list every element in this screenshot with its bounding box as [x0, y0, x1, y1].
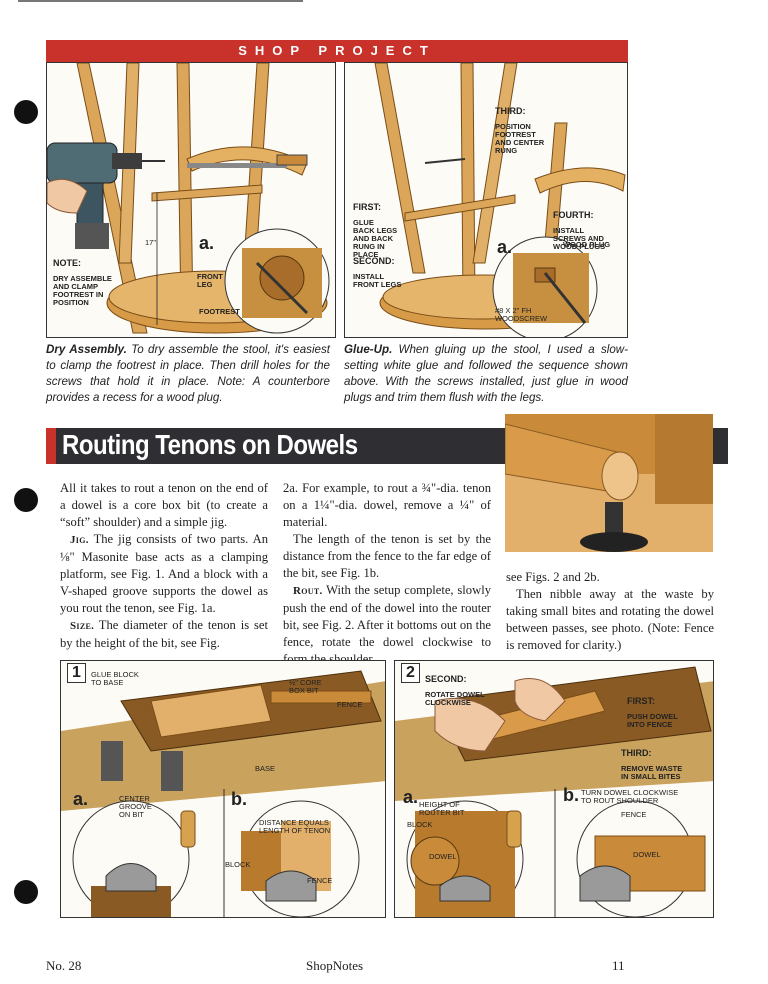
fourth-text: INSTALL SCREWS AND WOOD PLUGS — [553, 226, 606, 251]
third-step: THIRD: POSITION FOOTREST AND CENTER RUNG — [495, 99, 544, 155]
fence-b-label: FENCE — [307, 876, 333, 885]
third-title: THIRD: — [621, 748, 652, 758]
paragraph-lead: Jig. — [70, 534, 89, 546]
article-paragraph: The length of the tenon is set by the di… — [283, 532, 491, 580]
first-step: FIRST: GLUE BACK LEGS AND BACK RUNG IN P… — [353, 195, 397, 259]
article-paragraph: see Figs. 2 and 2b. — [506, 570, 600, 584]
dry-assembly-caption: Dry Assembly. To dry assemble the stool,… — [46, 342, 330, 406]
section-title: Routing Tenons on Dowels — [62, 430, 358, 462]
detail-b-letter: b. — [563, 785, 579, 805]
heading-accent — [46, 428, 56, 464]
binder-hole — [14, 880, 38, 904]
first-step: FIRST: PUSH DOWEL INTO FENCE — [627, 689, 678, 729]
issue-number: No. 28 — [46, 958, 82, 973]
detail-b-letter: b. — [231, 789, 247, 809]
binder-hole — [14, 488, 38, 512]
note-label: NOTE: DRY ASSEMBLE AND CLAMP FOOTREST IN… — [53, 251, 112, 307]
figure-1-number: 1 — [67, 663, 86, 683]
center-groove-label: CENTER GROOVE ON BIT — [119, 794, 152, 819]
dowel-label: DOWEL — [429, 852, 457, 861]
first-text: PUSH DOWEL INTO FENCE — [627, 712, 678, 729]
front-leg-label: FRONT LEG — [197, 272, 223, 289]
binder-hole — [14, 100, 38, 124]
detail-a-letter: a. — [73, 789, 89, 809]
first-text: GLUE BACK LEGS AND BACK RUNG IN PLACE — [353, 218, 398, 259]
caption-text: When gluing up the stool, I used a slow-… — [344, 343, 628, 404]
dowel-b-label: DOWEL — [633, 850, 661, 859]
footrest-label: FOOTREST — [199, 307, 240, 316]
second-text: INSTALL FRONT LEGS — [353, 272, 402, 289]
article-paragraph: 2a. For example, to rout a ¾"-dia. tenon… — [283, 481, 491, 529]
article-paragraph: Jig. The jig consists of two parts. An ⅛… — [60, 531, 268, 617]
page-number: 11 — [612, 958, 625, 973]
third-text: POSITION FOOTREST AND CENTER RUNG — [495, 122, 545, 155]
glue-block-label: GLUE BLOCK TO BASE — [91, 670, 139, 687]
first-title: FIRST: — [627, 696, 655, 706]
caption-text: To dry assemble the stool, it's easiest … — [46, 343, 330, 404]
paragraph-lead: Rout. — [293, 585, 323, 597]
second-title: SECOND: — [425, 674, 467, 684]
wood-plug-label: WOOD PLUG — [563, 240, 611, 249]
second-text: ROTATE DOWEL CLOCKWISE — [425, 690, 485, 707]
caption-lead: Dry Assembly. — [46, 343, 127, 356]
third-title: THIRD: — [495, 106, 526, 116]
figure-2: 2 SECOND: ROTATE DOWEL CLOCKWISE FIRST: … — [394, 660, 714, 918]
fourth-step: FOURTH: INSTALL SCREWS AND WOOD PLUGS — [553, 203, 605, 251]
first-title: FIRST: — [353, 202, 381, 212]
paragraph-text: The diameter of the tenon is set by the … — [60, 618, 268, 650]
height-dimension: 17" — [145, 238, 157, 247]
article-paragraph: Rout. With the setup complete, slowly pu… — [283, 582, 491, 668]
figure-2-number: 2 — [401, 663, 420, 683]
paragraph-text: The jig consists of two parts. An ⅛" Mas… — [60, 532, 268, 615]
top-rule — [18, 0, 303, 2]
article-column-2: 2a. For example, to rout a ¾"-dia. tenon… — [283, 480, 491, 668]
note-title: NOTE: — [53, 258, 81, 268]
glue-up-illustration — [374, 63, 626, 337]
turn-dowel-label: TURN DOWEL CLOCKWISE TO ROUT SHOULDER — [581, 788, 679, 805]
article-paragraph: Size. The diameter of the tenon is set b… — [60, 617, 268, 652]
core-bit-label: ½" CORE BOX BIT — [289, 678, 322, 695]
dry-assembly-illustration — [47, 63, 330, 334]
figure-1: 1 GLUE BLOCK TO BASE ½" CORE BOX BIT FEN… — [60, 660, 386, 918]
second-step: SECOND: ROTATE DOWEL CLOCKWISE — [425, 667, 485, 707]
distance-label: DISTANCE EQUALS LENGTH OF TENON — [259, 818, 331, 835]
fence-label: FENCE — [621, 810, 647, 819]
article-paragraph: All it takes to rout a tenon on the end … — [60, 481, 268, 529]
block-label: BLOCK — [407, 820, 433, 829]
figure-1-illustration — [61, 670, 385, 917]
article-column-1: All it takes to rout a tenon on the end … — [60, 480, 268, 652]
section-banner: SHOP PROJECT — [46, 40, 628, 62]
fence-label: FENCE — [337, 700, 363, 709]
note-text: DRY ASSEMBLE AND CLAMP FOOTREST IN POSIT… — [53, 274, 112, 307]
second-title: SECOND: — [353, 256, 395, 266]
detail-a-letter: a. — [199, 233, 215, 253]
block-label: BLOCK — [225, 860, 251, 869]
paragraph-lead: Size. — [70, 620, 95, 632]
screw-label: #8 x 2" Fh WOODSCREW — [495, 306, 548, 323]
detail-a-letter: a. — [497, 237, 513, 257]
second-step: SECOND: INSTALL FRONT LEGS — [353, 249, 401, 289]
photo-illustration — [505, 414, 713, 552]
fourth-title: FOURTH: — [553, 210, 594, 220]
detail-a-letter: a. — [403, 787, 419, 807]
router-bit-height-label: HEIGHT OF ROUTER BIT — [419, 800, 465, 817]
article-column-3: see Figs. 2 and 2b. Then nibble away at … — [506, 569, 714, 654]
glue-up-caption: Glue-Up. When gluing up the stool, I use… — [344, 342, 628, 406]
magazine-name: ShopNotes — [306, 958, 364, 973]
third-step: THIRD: REMOVE WASTE IN SMALL BITES — [621, 741, 682, 781]
glue-up-figure: THIRD: POSITION FOOTREST AND CENTER RUNG… — [344, 62, 628, 338]
figure-2-illustration — [395, 666, 713, 917]
dry-assembly-figure: NOTE: DRY ASSEMBLE AND CLAMP FOOTREST IN… — [46, 62, 336, 338]
base-label: BASE — [255, 764, 276, 773]
router-photo — [505, 414, 713, 552]
third-text: REMOVE WASTE IN SMALL BITES — [621, 764, 683, 781]
article-paragraph: Then nibble away at the waste by taking … — [506, 587, 714, 652]
caption-lead: Glue-Up. — [344, 343, 393, 356]
